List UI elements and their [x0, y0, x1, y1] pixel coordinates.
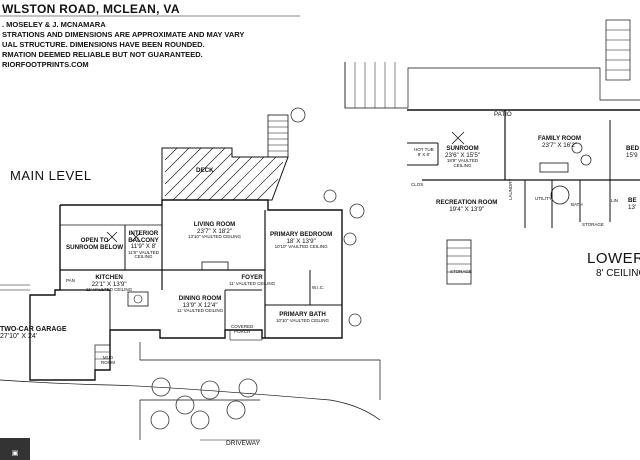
room-two-car-garage: TWO-CAR GARAGE 27'10" X 24' [0, 326, 67, 341]
disclaimer-line-3: RMATION DEEMED RELIABLE BUT NOT GUARANTE… [2, 50, 203, 59]
main-level-label: MAIN LEVEL [10, 168, 92, 183]
label-driveway: DRIVEWAY [226, 440, 260, 447]
room-closet: CLOS [411, 182, 424, 187]
room-covered-porch: COVERED PORCH [231, 324, 254, 334]
image-icon: ▣ [11, 450, 19, 457]
deck-stairs [267, 114, 289, 158]
property-address: WLSTON ROAD, MCLEAN, VA [2, 2, 180, 16]
room-mud-room: MUD ROOM [101, 355, 115, 365]
lower-level-label: LOWER [587, 250, 640, 267]
room-open-to-sunroom: OPEN TO SUNROOM BELOW [66, 237, 124, 251]
room-family-room: FAMILY ROOM 23'7" X 16'2" [538, 135, 581, 149]
photographer-credit: . MOSELEY & J. MCNAMARA [2, 20, 106, 29]
area-patio: PATIO [494, 111, 512, 118]
room-wic: W.I.C. [312, 285, 325, 290]
room-hot-tub: HOT TUB 8' X 8' [414, 147, 434, 157]
gallery-corner-badge[interactable]: ▣ [0, 438, 30, 460]
room-interior-balcony: INTERIOR BALCONY 11'9" X 8' 11'8" VAULTE… [128, 230, 159, 260]
room-bedroom-partial-2: BE 13' [628, 197, 637, 211]
room-pantry: PAN [66, 278, 75, 283]
room-storage-right: STORAGE [582, 222, 604, 227]
room-linen: LIN [611, 198, 619, 203]
disclaimer-line-1: STRATIONS AND DIMENSIONS ARE APPROXIMATE… [2, 30, 245, 39]
room-kitchen: KITCHEN 22'1" X 13'9" 11' VAULTED CEILIN… [86, 274, 133, 292]
main-outline [29, 199, 343, 381]
disclaimer-line-2: UAL STRUCTURE. DIMENSIONS HAVE BEEN ROUN… [2, 40, 205, 49]
room-bedroom-partial-1: BED 15'9 [626, 145, 640, 159]
room-bath: BATH [571, 202, 583, 207]
room-recreation-room: RECREATION ROOM 19'4" X 13'9" [436, 199, 498, 213]
room-living-room: LIVING ROOM 23'7" X 18'2" 13'10" VAULTED… [188, 221, 242, 239]
room-dining-room: DINING ROOM 13'9" X 12'4" 11' VAULTED CE… [177, 295, 224, 313]
patio-outline [344, 62, 640, 109]
landscape-trees [150, 107, 592, 430]
room-primary-bath: PRIMARY BATH 10'10" VAULTED CEILING [276, 311, 330, 323]
room-primary-bedroom: PRIMARY BEDROOM 18' X 13'9" 10'10" VAULT… [270, 231, 333, 249]
website-link[interactable]: RIORFOOTPRINTS.COM [2, 60, 89, 69]
lower-level-ceiling: 8' CEILING [596, 268, 640, 279]
room-deck: DECK [196, 167, 214, 174]
room-utility: UTILITY [535, 196, 552, 201]
room-storage-lower: STORAGE [450, 269, 472, 274]
room-sunroom: SUNROOM 23'6" X 15'5" 18'9" VAULTED CEIL… [445, 145, 480, 168]
room-laundry: LAUNDRY [508, 178, 513, 200]
room-foyer: FOYER 11' VAULTED CEILING [229, 274, 276, 286]
